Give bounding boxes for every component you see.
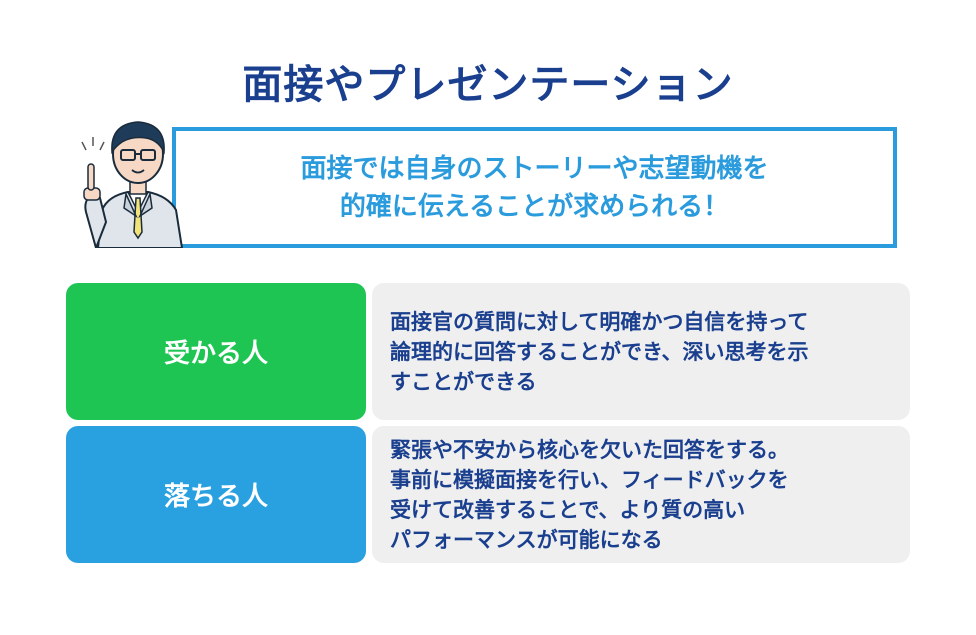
businessman-pointing-icon	[81, 121, 184, 248]
description-line: 緊張や不安から核心を欠いた回答をする。	[390, 437, 789, 462]
description-line: 面接官の質問に対して明確かつ自信を持って	[390, 309, 809, 334]
page-title: 面接やプレゼンテーション	[242, 62, 734, 108]
passing-label: 受かる人	[66, 283, 366, 420]
failing-row: 落ちる人 緊張や不安から核心を欠いた回答をする。 事前に模擬面接を行い、フィード…	[66, 426, 910, 563]
description-line: 事前に模擬面接を行い、フィードバックを	[390, 467, 789, 492]
failing-label: 落ちる人	[66, 426, 366, 563]
description-line: 論理的に回答することができ、深い思考を示	[390, 339, 809, 364]
callout-box: 面接では自身のストーリーや志望動機を 的確に伝えることが求められる！	[172, 127, 897, 248]
failing-description: 緊張や不安から核心を欠いた回答をする。 事前に模擬面接を行い、フィードバックを …	[372, 426, 910, 563]
callout-line-2: 的確に伝えることが求められる！	[339, 191, 730, 222]
passing-row: 受かる人 面接官の質問に対して明確かつ自信を持って 論理的に回答することができ、…	[66, 283, 910, 420]
description-line: 受けて改善することで、より質の高い	[390, 497, 746, 522]
callout-line-1: 面接では自身のストーリーや志望動機を	[300, 153, 769, 184]
description-line: すことができる	[390, 369, 537, 394]
description-line: パフォーマンスが可能になる	[390, 527, 663, 552]
passing-description: 面接官の質問に対して明確かつ自信を持って 論理的に回答することができ、深い思考を…	[372, 283, 910, 420]
